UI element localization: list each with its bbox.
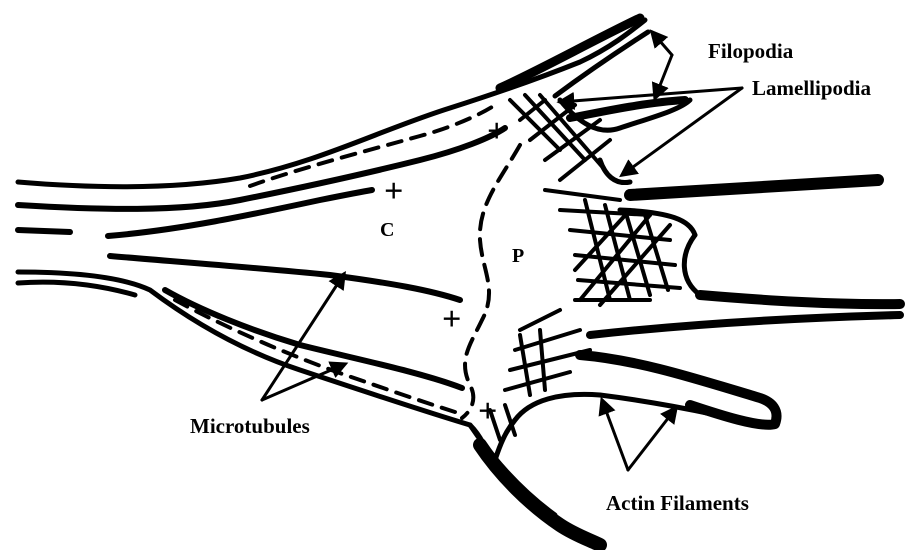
- microtubules-label: Microtubules: [190, 414, 310, 438]
- lamellipodium-notch: [684, 235, 700, 295]
- actin-strand: [515, 330, 580, 350]
- filopodia-arrow-1: [652, 32, 672, 55]
- actin-strand: [520, 310, 560, 330]
- filopodium-right-4: [580, 355, 777, 425]
- filopodia-arrow-2: [655, 55, 672, 98]
- filopodium-right-4-lower: [600, 395, 760, 425]
- microtubule-4: [18, 230, 70, 232]
- filopodium-right-2: [700, 295, 900, 304]
- microtubule-2: [108, 190, 372, 236]
- filopodium-mid: [570, 100, 685, 118]
- plus-end-marker: +: [478, 393, 497, 430]
- axon-lower-membrane: [18, 272, 495, 470]
- plus-end-marker: +: [384, 173, 403, 210]
- actin-strand: [570, 230, 670, 240]
- plus-end-marker: +: [487, 113, 506, 150]
- p-domain-boundary: [462, 145, 520, 418]
- microtubule-6: [18, 282, 135, 295]
- peripheral-domain-label: P: [512, 245, 524, 267]
- actin-arrow-1: [602, 400, 628, 470]
- actin-strand: [505, 372, 570, 390]
- central-domain-label: C: [380, 219, 394, 241]
- filopodium-right-3: [590, 315, 900, 335]
- microtubules: [18, 105, 520, 418]
- microtubule-3: [110, 256, 460, 300]
- filopodia-label: Filopodia: [708, 39, 794, 63]
- actin-arrow-2: [628, 408, 676, 470]
- actin-filaments-label: Actin Filaments: [606, 491, 749, 515]
- actin-strand: [545, 190, 620, 200]
- filopodium-right-1: [630, 180, 878, 195]
- plus-end-marker: +: [442, 301, 461, 338]
- lamellipodia-label: Lamellipodia: [752, 76, 872, 100]
- microtubule-1: [18, 128, 505, 209]
